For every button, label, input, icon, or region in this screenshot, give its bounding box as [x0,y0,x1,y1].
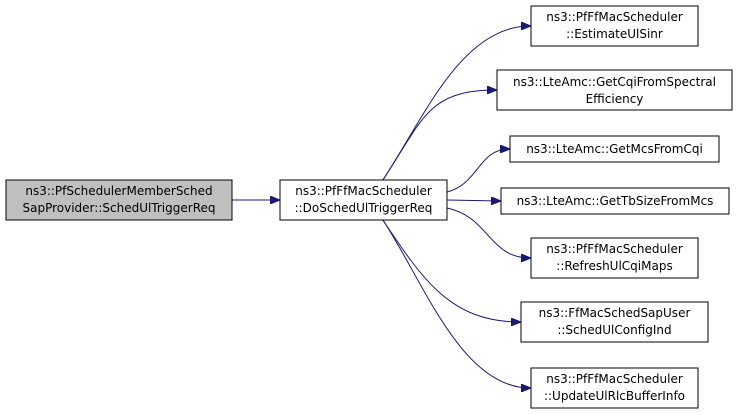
edge-mid-to-refreshulcqimaps [446,207,530,258]
node-ffmacschedsapuser-schedulconfigind[interactable]: ns3::FfMacSchedSapUser ::SchedUlConfigIn… [520,301,709,343]
node-label-line: Efficiency [586,92,644,106]
nodes-layer: ns3::PfSchedulerMemberSched SapProvider:… [5,5,733,409]
node-label-line: ns3::PfSchedulerMemberSched [25,184,212,198]
edge-mid-to-getcqifromspectralefficiency [382,90,496,181]
node-pffmacscheduler-doschedultriggerreq[interactable]: ns3::PfFfMacScheduler ::DoSchedUlTrigger… [279,179,448,221]
node-label-line: ::RefreshUlCqiMaps [556,259,672,273]
node-label-line: ns3::PfFfMacScheduler [546,242,683,256]
edge-mid-to-gettbsizefrommcs [446,200,500,201]
node-label-line: ::DoSchedUlTriggerReq [295,201,433,215]
node-label-line: ::EstimateUlSinr [566,27,663,41]
node-lteamc-getcqifromspectralefficiency[interactable]: ns3::LteAmc::GetCqiFromSpectral Efficien… [496,69,733,111]
node-label-line: ns3::LteAmc::GetCqiFromSpectral [513,75,716,89]
node-pffmacscheduler-refreshulcqimaps[interactable]: ns3::PfFfMacScheduler ::RefreshUlCqiMaps [530,237,699,279]
node-label-line: ns3::PfFfMacScheduler [295,184,432,198]
node-lteamc-getmcsfromcqi[interactable]: ns3::LteAmc::GetMcsFromCqi [509,135,720,163]
edge-mid-to-getmcsfromcqi [446,149,509,193]
node-label-line: ns3::LteAmc::GetMcsFromCqi [526,142,703,156]
node-pffmacscheduler-updateulrlcbufferinfo[interactable]: ns3::PfFfMacScheduler ::UpdateUlRlcBuffe… [530,367,699,409]
node-lteamc-gettbsizefrommcs[interactable]: ns3::LteAmc::GetTbSizeFromMcs [500,187,730,215]
edge-mid-to-updateulrlcbufferinfo [382,219,530,388]
node-pffmacscheduler-estimateulsinr[interactable]: ns3::PfFfMacScheduler ::EstimateUlSinr [530,5,699,47]
node-label-line: ns3::PfFfMacScheduler [546,10,683,24]
node-label-line: ns3::PfFfMacScheduler [546,372,683,386]
edges-layer [232,26,530,388]
node-label-line: ::SchedUlConfigInd [557,323,671,337]
node-label-line: ns3::LteAmc::GetTbSizeFromMcs [517,194,714,208]
node-label-line: ns3::FfMacSchedSapUser [539,306,691,320]
node-label-line: SapProvider::SchedUlTriggerReq [23,201,216,215]
edge-mid-to-schedulconfigind [382,219,520,322]
node-label-line: ::UpdateUlRlcBufferInfo [544,389,685,403]
node-pfschedulermembersched-schedultriggerreq[interactable]: ns3::PfSchedulerMemberSched SapProvider:… [5,179,233,221]
